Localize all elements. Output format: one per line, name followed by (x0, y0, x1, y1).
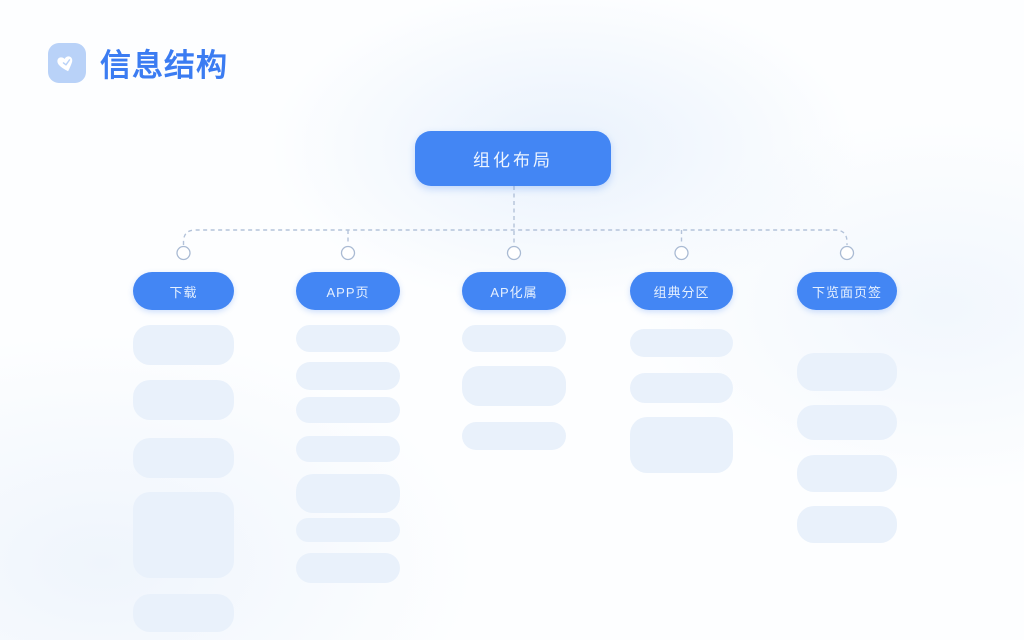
page-title: 信息结构 (100, 48, 228, 83)
connector-dot (674, 245, 689, 261)
tree-branch-node[interactable]: 下载 (133, 272, 234, 310)
placeholder-block (296, 553, 400, 583)
placeholder-block (797, 353, 897, 391)
placeholder-block (630, 417, 733, 473)
tree-branch-node[interactable]: APP页 (296, 272, 400, 310)
page-header: 信息结构 (48, 40, 228, 85)
connector-dot (506, 245, 522, 261)
placeholder-block (630, 373, 733, 403)
connector-dot (176, 245, 191, 261)
placeholder-block (797, 506, 897, 543)
placeholder-block (462, 366, 566, 406)
tree-column: APP页 (296, 272, 400, 583)
placeholder-block (133, 380, 234, 420)
placeholder-block (296, 362, 400, 390)
tree-branch-node[interactable]: AP化属 (462, 272, 566, 310)
tree-column: 组典分区 (630, 272, 733, 473)
tree-column: 下览面页签 (797, 272, 897, 543)
connector-dot (340, 245, 356, 261)
heart-check-icon (48, 42, 86, 83)
placeholder-block (797, 455, 897, 492)
placeholder-block (462, 422, 566, 450)
placeholder-block (296, 325, 400, 352)
tree-branch-node[interactable]: 下览面页签 (797, 272, 897, 310)
placeholder-block (296, 436, 400, 462)
tree-root-node[interactable]: 组化布局 (415, 131, 611, 186)
placeholder-block (296, 474, 400, 513)
placeholder-block (797, 405, 897, 440)
tree-column: 下载 (133, 272, 234, 632)
placeholder-block (133, 594, 234, 632)
placeholder-block (133, 325, 234, 365)
placeholder-block (296, 518, 400, 542)
connector-dot (839, 245, 855, 261)
tree-branch-node[interactable]: 组典分区 (630, 272, 733, 310)
connector-horizontal-rail (182, 229, 848, 245)
placeholder-block (133, 438, 234, 478)
placeholder-block (296, 397, 400, 423)
placeholder-block (630, 329, 733, 357)
tree-column: AP化属 (462, 272, 566, 450)
placeholder-block (133, 492, 234, 578)
placeholder-block (462, 325, 566, 352)
